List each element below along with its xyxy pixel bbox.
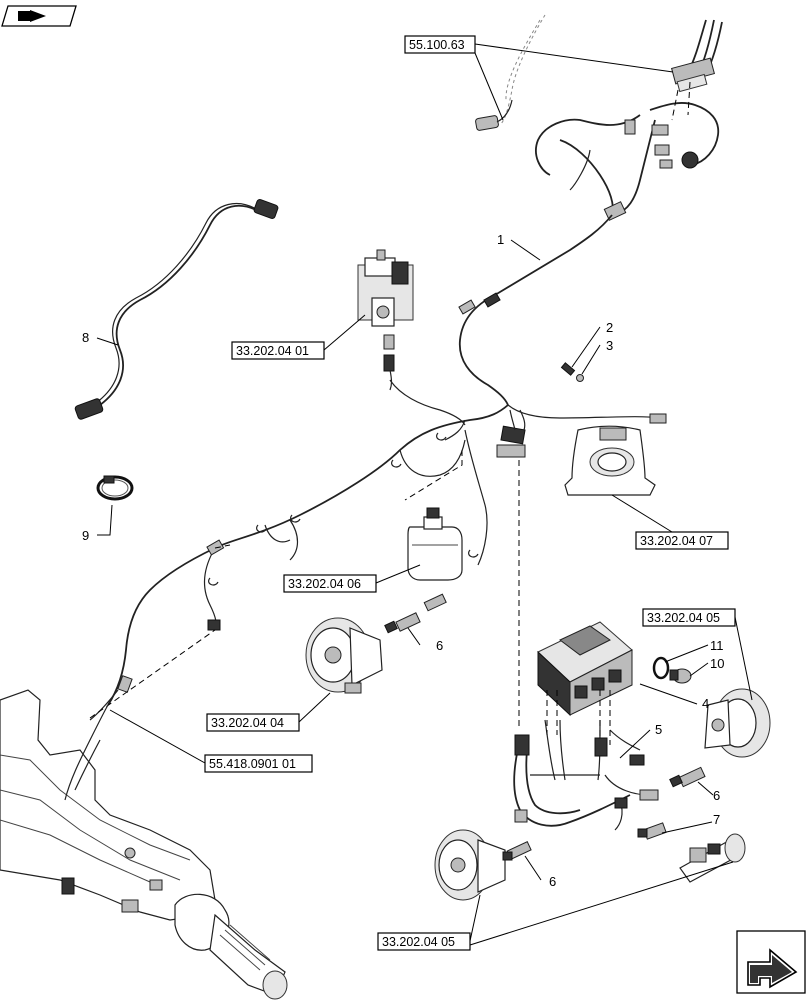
axle-assembly xyxy=(0,689,288,1000)
harness-8 xyxy=(74,199,279,420)
svg-text:33.202.04 01: 33.202.04 01 xyxy=(236,344,309,358)
callout-6-lower[interactable]: 6 xyxy=(549,874,556,889)
svg-text:55.418.0901 01: 55.418.0901 01 xyxy=(209,757,296,771)
svg-text:33.202.04 04: 33.202.04 04 xyxy=(211,716,284,730)
svg-text:33.202.04 06: 33.202.04 06 xyxy=(288,577,361,591)
callout-9[interactable]: 9 xyxy=(82,528,89,543)
brake-chamber-05-lower xyxy=(434,829,506,901)
open-book-arrow-icon[interactable] xyxy=(1,5,77,27)
ref-box-33-202-04-04[interactable]: 33.202.04 04 xyxy=(206,713,300,732)
svg-text:33.202.04 05: 33.202.04 05 xyxy=(647,611,720,625)
dashed-connection-lines xyxy=(89,81,691,745)
callout-2[interactable]: 2 xyxy=(606,320,613,335)
next-page-arrow-icon[interactable] xyxy=(736,930,806,994)
ref-box-55-418-0901-01[interactable]: 55.418.0901 01 xyxy=(204,754,313,773)
pressure-sensor-6a xyxy=(384,612,421,634)
ecu-module-4 xyxy=(537,621,633,717)
main-harness-1 xyxy=(89,214,667,721)
bolt-2 xyxy=(560,362,576,376)
callout-8[interactable]: 8 xyxy=(82,330,89,345)
ref-box-33-202-04-01[interactable]: 33.202.04 01 xyxy=(231,341,325,360)
svg-text:55.100.63: 55.100.63 xyxy=(409,38,465,52)
callout-4[interactable]: 4 xyxy=(702,696,709,711)
ref-box-33-202-04-05-right[interactable]: 33.202.04 05 xyxy=(642,608,736,627)
svg-text:33.202.04 05: 33.202.04 05 xyxy=(382,935,455,949)
ref-box-33-202-04-07[interactable]: 33.202.04 07 xyxy=(635,531,729,550)
plug-10 xyxy=(669,668,692,684)
callout-3[interactable]: 3 xyxy=(606,338,613,353)
brake-chamber-05-right xyxy=(704,688,771,758)
callout-11[interactable]: 11 xyxy=(710,638,724,653)
pressure-sensor-7 xyxy=(637,822,667,840)
pedal-sensor xyxy=(564,425,656,496)
ref-box-33-202-04-05-lower[interactable]: 33.202.04 05 xyxy=(377,932,471,951)
pipe-fitting xyxy=(679,833,746,883)
nut-3 xyxy=(576,374,584,382)
brake-chamber-04 xyxy=(305,617,383,694)
callout-6-upper[interactable]: 6 xyxy=(436,638,443,653)
pressure-sensor-6c xyxy=(502,841,532,861)
ref-box-55-100-63[interactable]: 55.100.63 xyxy=(404,35,476,54)
reservoir xyxy=(407,507,463,581)
callout-1[interactable]: 1 xyxy=(497,232,504,247)
valve-assembly xyxy=(357,249,414,391)
sub-harness-5 xyxy=(513,719,659,831)
upper-harness-drawing xyxy=(475,14,723,221)
svg-text:33.202.04 07: 33.202.04 07 xyxy=(640,534,713,548)
callout-7[interactable]: 7 xyxy=(713,812,720,827)
callout-6-right[interactable]: 6 xyxy=(713,788,720,803)
ref-box-33-202-04-06[interactable]: 33.202.04 06 xyxy=(283,574,377,593)
leader-lines xyxy=(96,43,753,946)
o-ring-11 xyxy=(652,656,670,680)
callout-5[interactable]: 5 xyxy=(655,722,662,737)
pressure-sensor-6b xyxy=(669,766,706,788)
callout-10[interactable]: 10 xyxy=(710,656,724,671)
clamp-9 xyxy=(96,475,134,501)
